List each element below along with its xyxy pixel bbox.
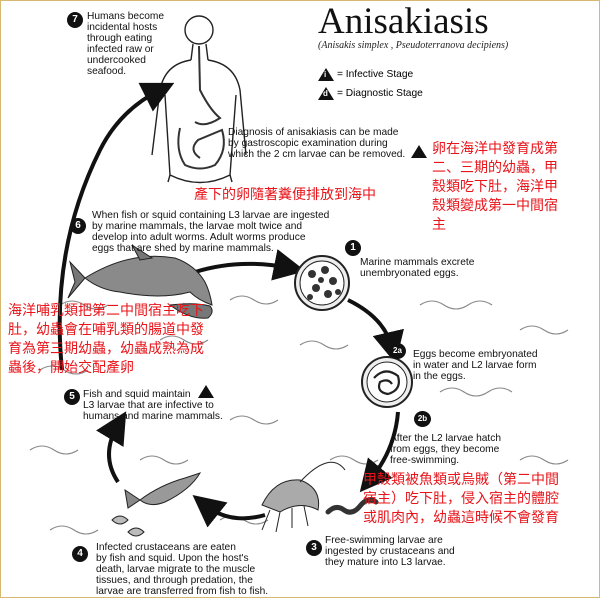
legend: i = Infective Stage d = Diagnostic Stage (318, 66, 423, 102)
egg-unembryonated (294, 255, 350, 311)
step-2b-text: After the L2 larvae hatch from eggs, the… (390, 433, 501, 466)
marine-mammal (67, 244, 213, 306)
step-6-badge: 6 (70, 218, 86, 234)
step-4-text: Infected crustaceans are eaten by fish a… (96, 542, 269, 597)
step-4-badge: 4 (72, 546, 88, 562)
diagnostic-symbol: d (323, 88, 328, 98)
digestive-tract (177, 45, 225, 170)
step-3-badge: 3 (306, 540, 322, 556)
annotation-crustacean: 甲殼類被魚類或烏賊（第二中間 宿主）吃下肚，侵入宿主的體腔 或肌肉內，幼蟲這時候… (363, 472, 559, 526)
step-2a-text: Eggs become embryonated in water and L2 … (413, 349, 538, 382)
step-1-text: Marine mammals excrete unembryonated egg… (360, 257, 475, 279)
step-3-text: Free-swimming larvae are ingested by cru… (325, 535, 455, 568)
fish (124, 472, 202, 509)
annotation-eggs-excreted: 產下的卵隨著糞便排放到海中 (194, 187, 376, 203)
step-7-badge: 7 (67, 12, 83, 28)
diagnostic-stage-icon: d (318, 86, 334, 100)
free-swimming-larva (325, 497, 379, 515)
annotation-mammal: 海洋哺乳類把第二中間宿主吃下 肚，幼蟲會在哺乳類的腸道中發 育為第三期幼蟲，幼蟲… (8, 303, 204, 376)
legend-infective: i = Infective Stage (318, 66, 423, 82)
step-5-badge: 5 (64, 389, 80, 405)
diagnosis-text: Diagnosis of anisakiasis can be made by … (228, 127, 406, 160)
infective-stage-icon: i (318, 67, 334, 81)
human-figure (151, 15, 247, 184)
annotation-eggs-develop: 卵在海洋中發育成第 二、三期的幼蟲，甲 殼類吃下肚，海洋甲 殼類變成第一中間宿 … (432, 141, 558, 233)
step-5-text: Fish and squid maintain L3 larvae that a… (83, 389, 223, 422)
step-6-text: When fish or squid containing L3 larvae … (92, 210, 330, 254)
step-2b-badge: 2b (414, 411, 431, 427)
legend-diagnostic-label: = Diagnostic Stage (337, 87, 423, 99)
infective-symbol: i (324, 69, 327, 79)
step-2a-badge: 2a (389, 343, 406, 359)
step-7-text: Humans become incidental hosts through e… (87, 11, 165, 77)
egg-embryonated (361, 356, 413, 408)
small-crustaceans (111, 515, 145, 537)
squid (168, 303, 213, 319)
step-1-badge: 1 (345, 240, 361, 256)
legend-infective-label: = Infective Stage (337, 68, 414, 80)
crustacean (261, 461, 346, 533)
page-subtitle: (Anisakis simplex , Pseudoterranova deci… (318, 40, 509, 51)
diagnostic-stage-icon (411, 145, 427, 158)
page-title: Anisakiasis (318, 1, 489, 42)
cycle-arrows (57, 82, 404, 528)
infective-stage-icon (198, 385, 214, 398)
legend-diagnostic: d = Diagnostic Stage (318, 84, 423, 102)
